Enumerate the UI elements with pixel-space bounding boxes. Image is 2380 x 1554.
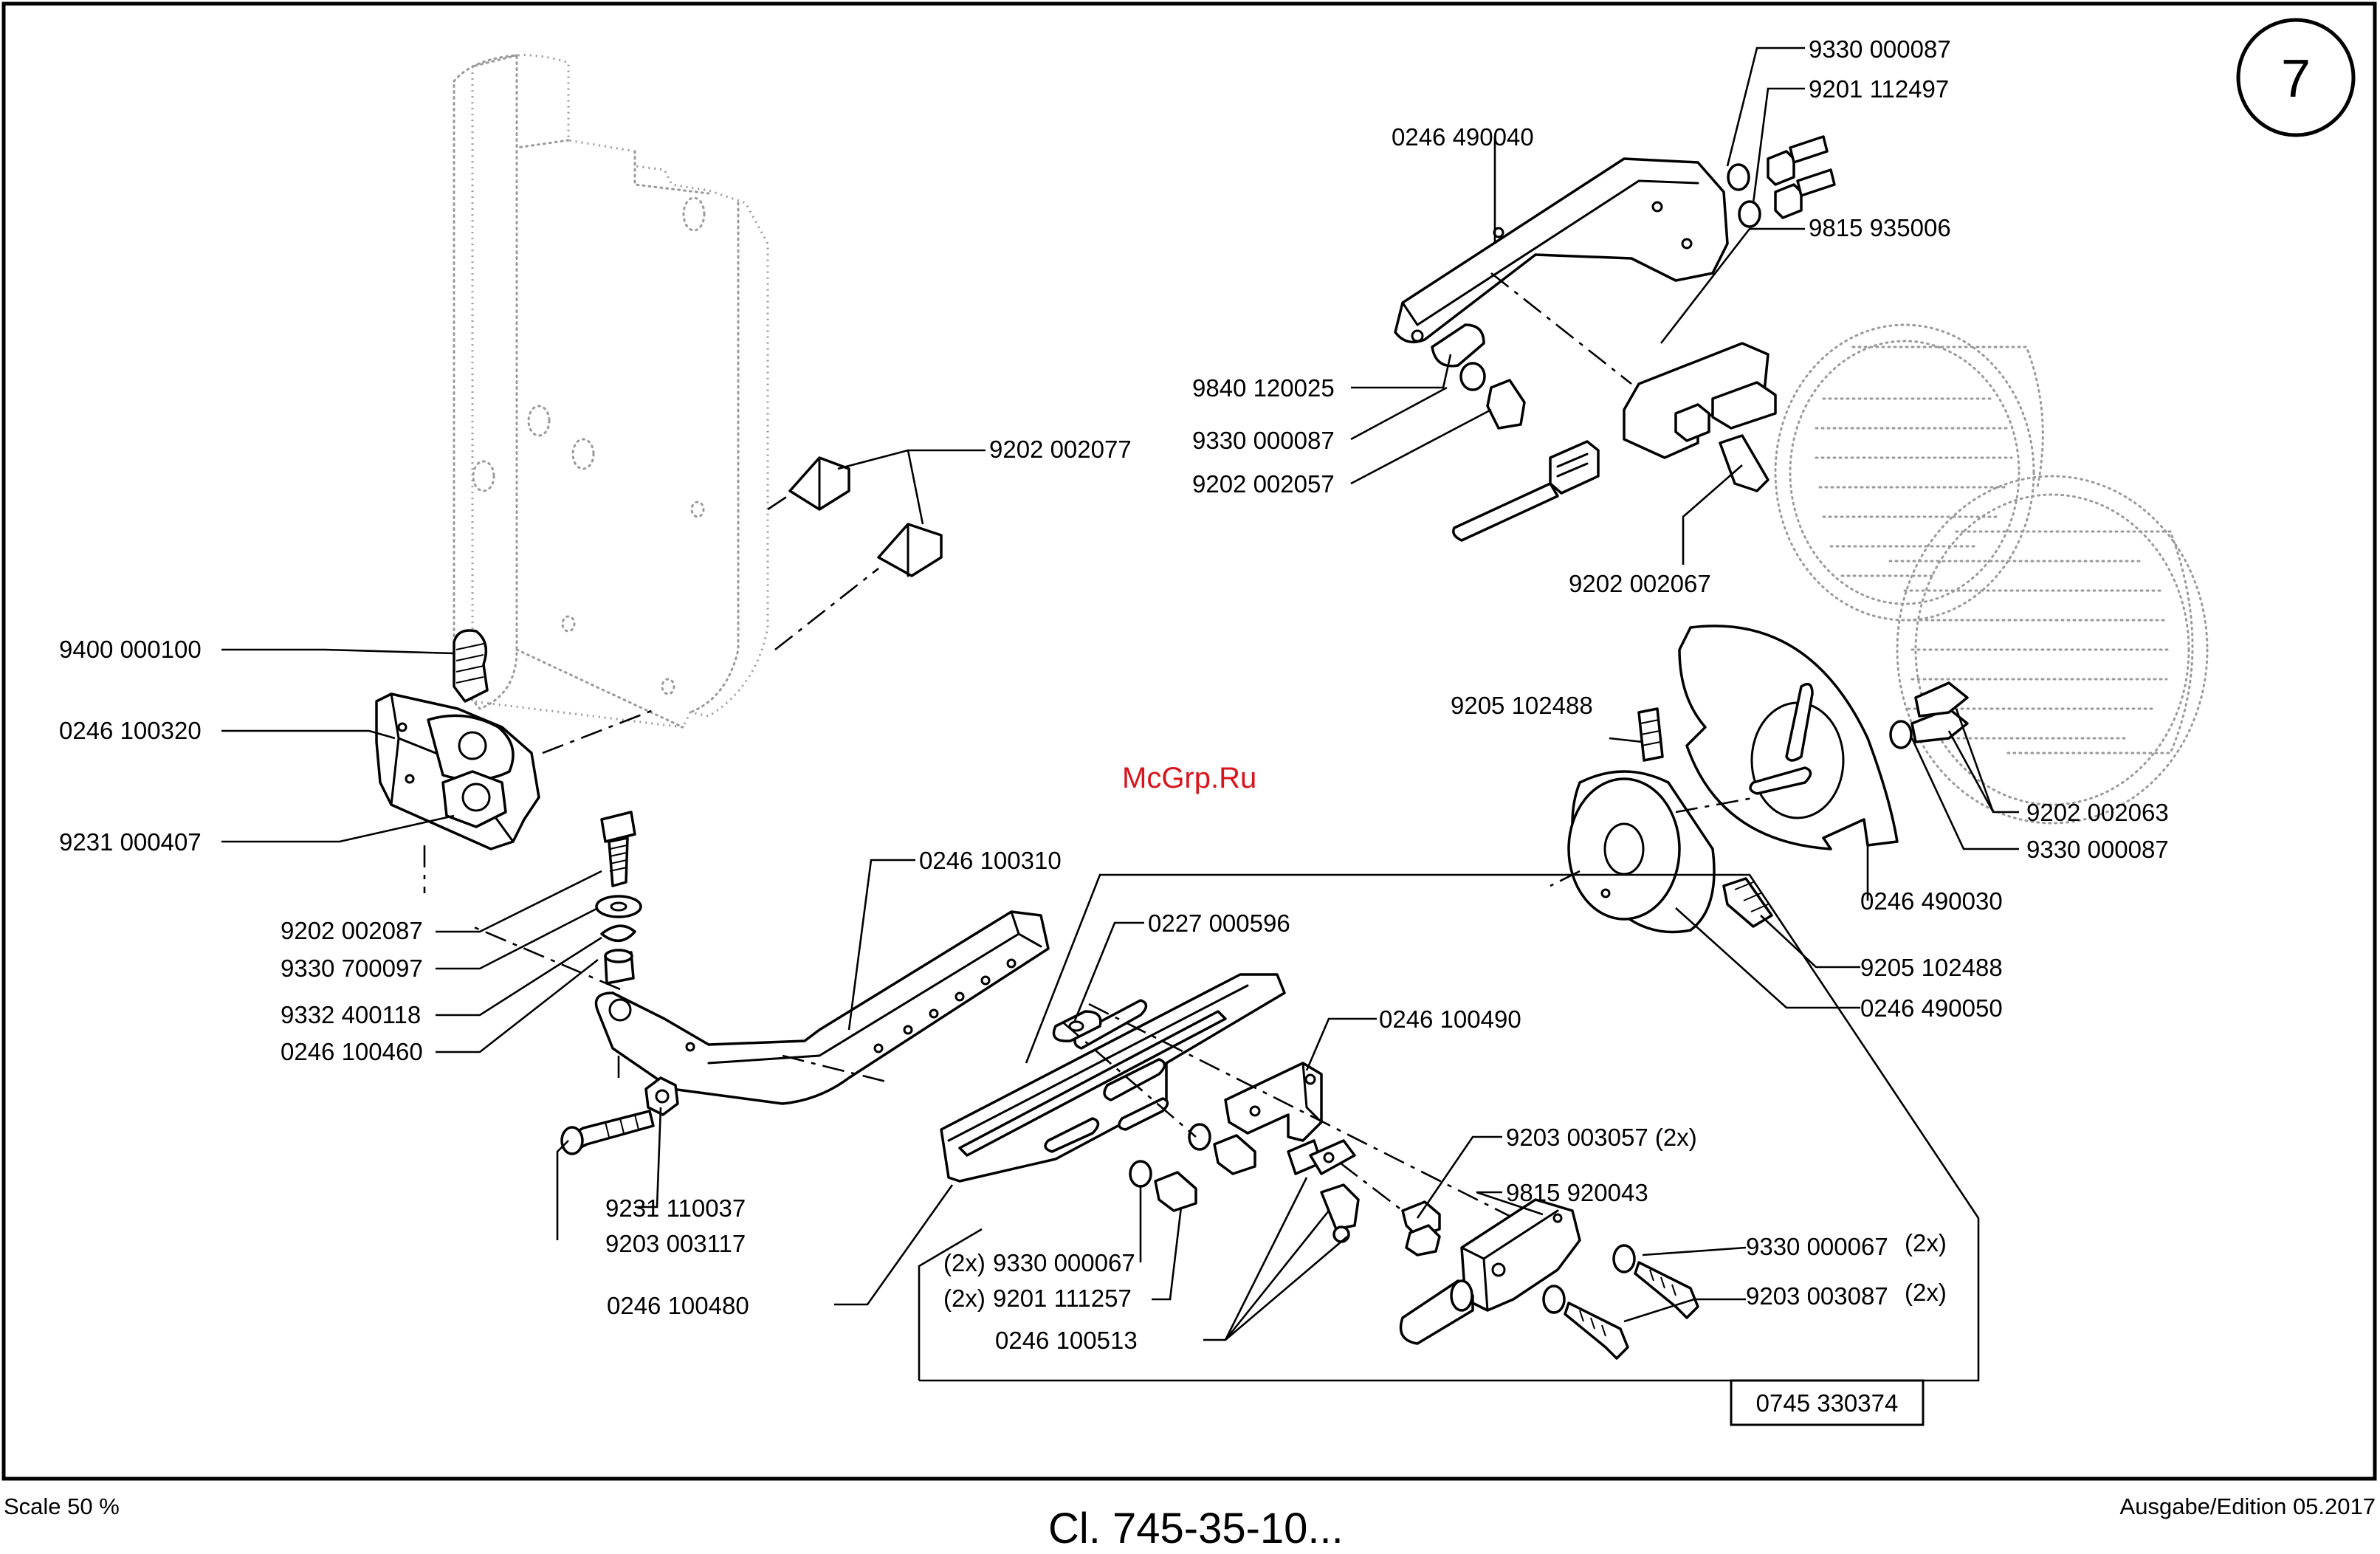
part-label: 9840 120025 [1192, 374, 1335, 402]
part-label: 9330 000067 [993, 1249, 1135, 1276]
part-label: 9400 000100 [59, 636, 202, 663]
assembly-outline: 0745 330374 [918, 873, 1980, 1426]
part-label: 9202 002087 [281, 917, 423, 944]
leader-lines [221, 47, 2019, 1341]
assembly-number: 0745 330374 [1756, 1389, 1899, 1417]
part-label: 9205 102488 [1860, 954, 2003, 981]
part-label: 0246 100460 [281, 1038, 423, 1065]
left-clamp-bracket [375, 629, 658, 893]
housing-screws [767, 456, 943, 651]
slotted-plate [940, 973, 1558, 1256]
part-label: 0246 100310 [919, 847, 1062, 874]
part-label: (2x) [1905, 1229, 1947, 1256]
page-number-badge: 7 [2236, 18, 2356, 137]
part-label: 9203 003117 [605, 1230, 746, 1257]
part-label: 9330 000087 [1809, 35, 1951, 63]
part-label: 9815 935006 [1809, 214, 1951, 241]
part-label: 0246 100490 [1379, 1005, 1521, 1033]
page-number: 7 [2281, 49, 2311, 109]
part-label: 9202 002077 [989, 436, 1132, 463]
edition-note: Ausgabe/Edition 05.2017 [2120, 1493, 2376, 1519]
part-label: 0246 490030 [1860, 887, 2003, 915]
watermark: McGrp.Ru [1122, 762, 1256, 794]
bottom-sensor [1399, 1198, 1699, 1360]
part-label: 0246 490040 [1392, 123, 1534, 151]
part-label: 9330 700097 [281, 955, 423, 982]
part-label: (2x) [943, 1249, 986, 1276]
part-label: 0246 100320 [59, 717, 202, 744]
housing-ghost [453, 54, 769, 729]
part-label: 9330 000067 [1746, 1233, 1888, 1260]
part-label: 9205 102488 [1451, 692, 1593, 719]
scale-note: Scale 50 % [4, 1493, 120, 1519]
part-labels: 9330 000087 9201 112497 0246 490040 9815… [59, 35, 2169, 1354]
part-label: 9202 002057 [1192, 470, 1335, 498]
part-label: 9815 920043 [1506, 1179, 1648, 1206]
drawing-frame [1, 1, 2377, 1481]
part-label: 9330 000087 [2026, 836, 2169, 863]
footer: Scale 50 % Cl. 745-35-10... Ausgabe/Edit… [4, 1493, 2376, 1553]
document-title: Cl. 745-35-10... [1048, 1505, 1344, 1553]
part-label: 0227 000596 [1148, 910, 1290, 937]
part-label: 9202 002067 [1569, 570, 1711, 597]
part-label: 0246 490050 [1860, 994, 2003, 1022]
part-label: 9203 003057 (2x) [1506, 1124, 1697, 1151]
part-label: (2x) [1905, 1279, 1947, 1306]
gear-ghost [1774, 323, 2209, 825]
part-label: 9231 000407 [59, 828, 202, 856]
part-label: (2x) [943, 1285, 986, 1312]
part-label: 0246 100513 [995, 1327, 1138, 1354]
part-label: 9332 400118 [281, 1001, 421, 1028]
part-label: 0246 100480 [607, 1292, 749, 1319]
part-label: 9203 003087 [1746, 1282, 1888, 1310]
sensor-disc-hub [1550, 625, 1969, 934]
part-label: 9201 112497 [1809, 75, 1949, 103]
part-label: 9330 000087 [1192, 427, 1335, 454]
part-label: 9231 110037 [605, 1194, 746, 1222]
arm-assembly [472, 811, 1050, 1155]
part-label: 9201 111257 [993, 1285, 1132, 1312]
sensor-bracket-top [1394, 135, 1836, 542]
part-label: 9202 002063 [2026, 799, 2169, 826]
